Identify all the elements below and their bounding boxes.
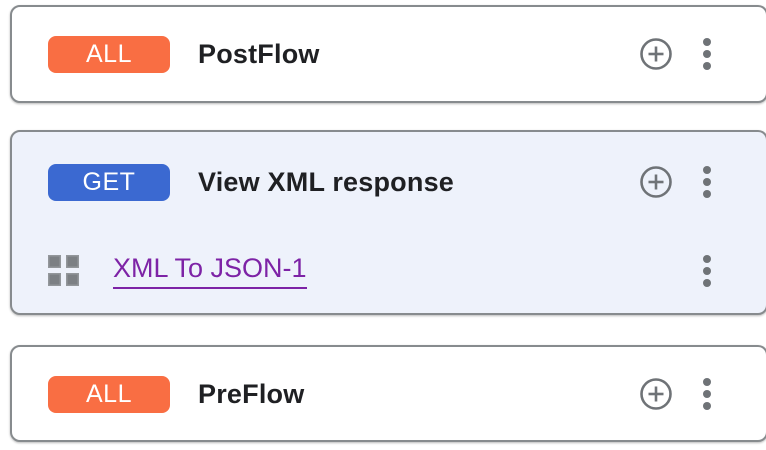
add-policy-button[interactable] <box>639 37 673 71</box>
policy-row: XML To JSON-1 <box>12 232 766 309</box>
flow-menu-button[interactable] <box>703 378 711 410</box>
flow-header-preflow[interactable]: ALL PreFlow <box>12 347 766 441</box>
more-vert-icon <box>703 378 711 410</box>
add-policy-button[interactable] <box>639 165 673 199</box>
flow-name: View XML response <box>198 166 454 197</box>
policy-link[interactable]: XML To JSON-1 <box>113 253 307 289</box>
add-policy-button[interactable] <box>639 377 673 411</box>
flow-header-postflow[interactable]: ALL PostFlow <box>12 7 766 101</box>
flow-card-preflow: ALL PreFlow <box>10 345 766 442</box>
more-vert-icon <box>703 166 711 198</box>
policy-actions <box>703 254 711 287</box>
more-vert-icon <box>703 254 711 287</box>
policy-menu-button[interactable] <box>703 254 711 287</box>
plus-circle-icon <box>639 377 673 411</box>
plus-circle-icon <box>639 37 673 71</box>
flow-card-postflow: ALL PostFlow <box>10 5 766 103</box>
more-vert-icon <box>703 38 711 70</box>
flow-header-view-xml-response[interactable]: GET View XML response <box>12 132 766 232</box>
policy-drag-handle-grid-icon[interactable] <box>48 255 79 286</box>
flow-header-actions <box>639 165 711 199</box>
plus-circle-icon <box>639 165 673 199</box>
flow-card-view-xml-response: GET View XML response <box>10 130 766 315</box>
flow-header-actions <box>639 37 711 71</box>
flow-header-actions <box>639 377 711 411</box>
flow-menu-button[interactable] <box>703 166 711 198</box>
flow-name: PreFlow <box>198 378 305 409</box>
flow-menu-button[interactable] <box>703 38 711 70</box>
method-badge: ALL <box>48 35 170 73</box>
method-badge: GET <box>48 163 170 201</box>
flow-name: PostFlow <box>198 38 320 69</box>
method-badge: ALL <box>48 375 170 413</box>
